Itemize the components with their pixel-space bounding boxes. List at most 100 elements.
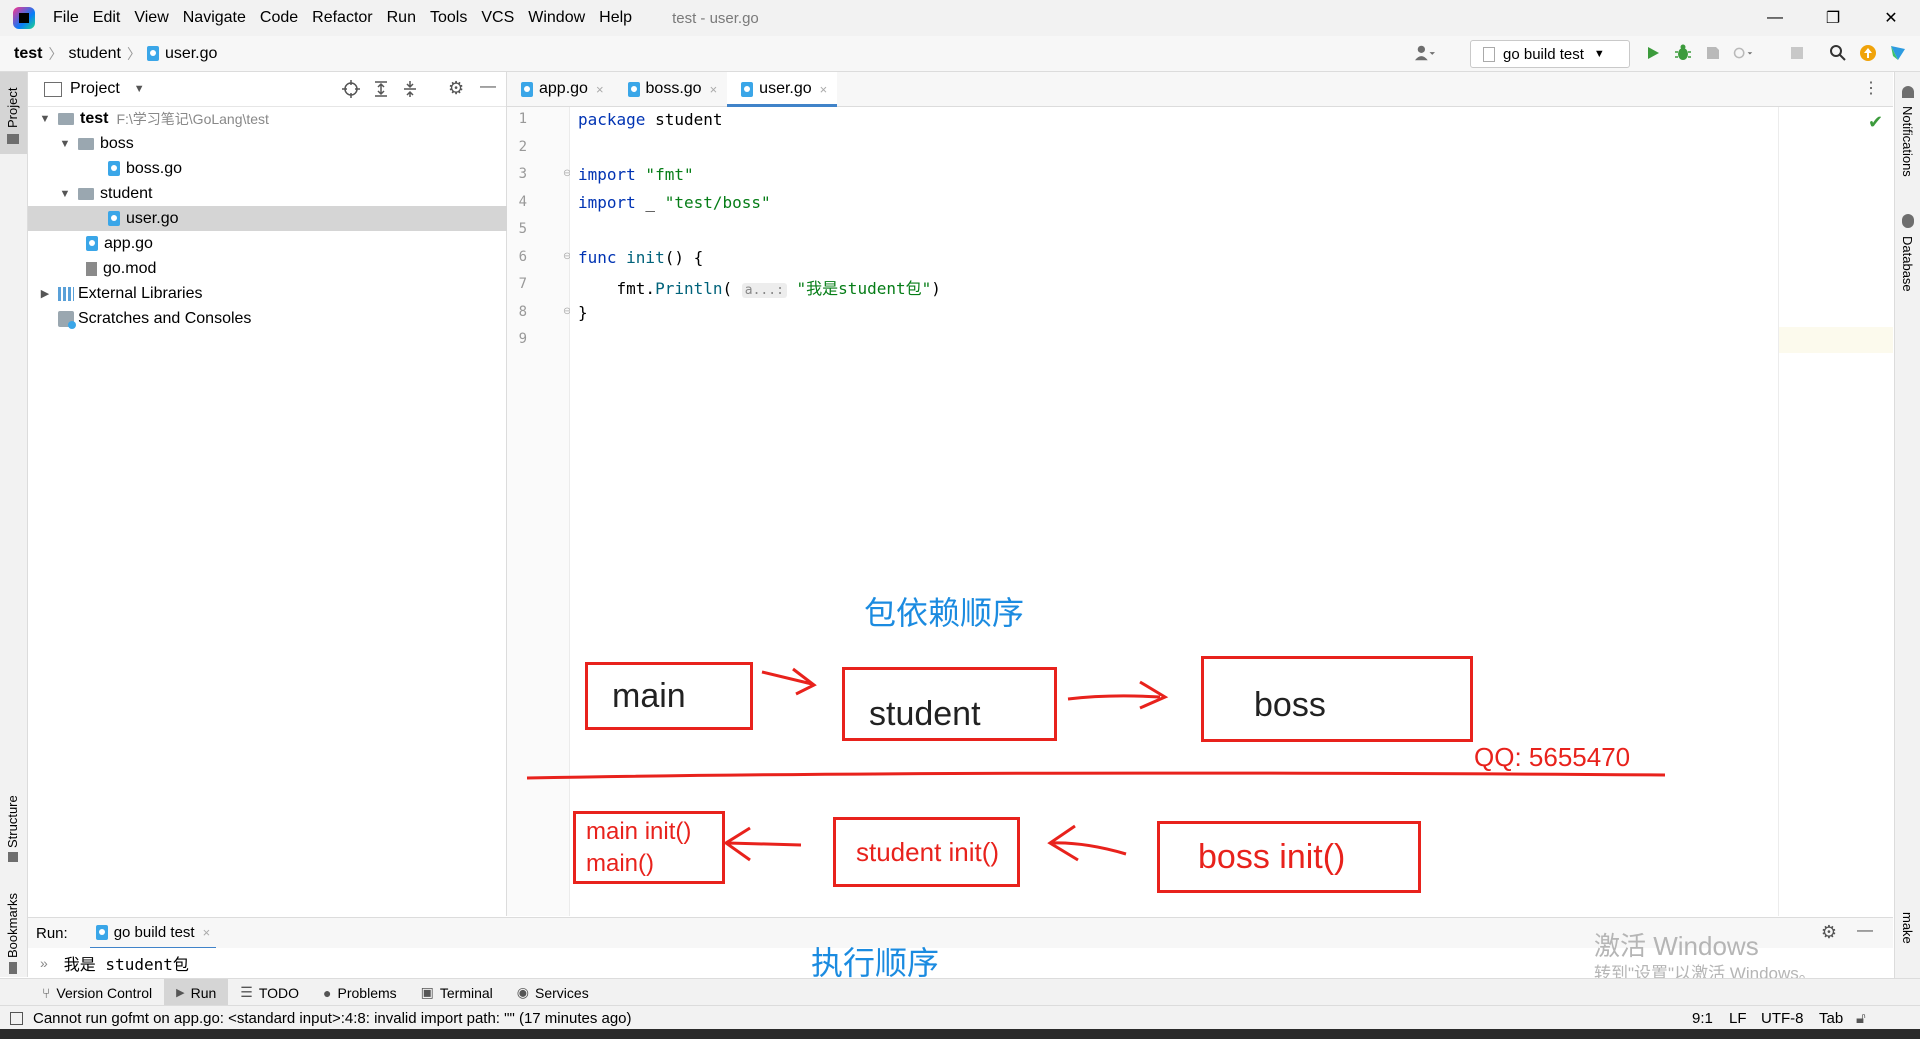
tool-tab-todo[interactable]: ☰ TODO [240, 984, 300, 1001]
config-file-icon [1483, 46, 1495, 62]
update-icon[interactable] [1858, 43, 1878, 63]
status-toggle-icon[interactable] [10, 1011, 23, 1025]
menu-file[interactable]: File [53, 9, 79, 26]
hide-panel-icon[interactable]: — [480, 78, 496, 95]
profile-icon[interactable] [1733, 43, 1753, 63]
inspection-ok-icon[interactable]: ✔ [1868, 112, 1884, 132]
line-separator[interactable]: LF [1729, 1009, 1747, 1027]
vcs-user-icon[interactable] [1415, 43, 1435, 63]
tree-item-user-go[interactable]: user.go [28, 206, 586, 231]
fold-icon[interactable]: ⊖ [563, 251, 572, 262]
close-tab-icon[interactable]: × [202, 924, 211, 940]
locate-icon[interactable] [342, 80, 360, 102]
tool-tab-problems[interactable]: ● Problems [323, 984, 397, 1001]
tree-item-boss-go[interactable]: boss.go [28, 156, 586, 181]
tree-item-external-libraries[interactable]: ▶ External Libraries [28, 281, 516, 306]
menu-edit[interactable]: Edit [92, 9, 121, 26]
expand-all-icon[interactable] [372, 80, 390, 102]
restore-icon[interactable]: ❐ [1825, 10, 1841, 27]
editor-gutter: 1 2 3 4 5 6 7 8 9 ⊖ ⊖ ⊖ [507, 107, 572, 916]
plugins-icon[interactable] [1888, 43, 1908, 63]
collapse-all-icon[interactable] [401, 80, 419, 102]
chevron-down-icon[interactable]: ▼ [59, 187, 71, 200]
structure-tool-button[interactable]: Structure [0, 762, 27, 862]
tab-user-go[interactable]: user.go × [727, 72, 838, 107]
bookmarks-tool-button[interactable]: Bookmarks [0, 872, 27, 974]
tree-item-app-go[interactable]: app.go [28, 231, 564, 256]
tree-item-test[interactable]: ▼ test F:\学习笔记\GoLang\test [28, 106, 516, 131]
menu-help[interactable]: Help [599, 9, 633, 26]
arrow-student-to-main [723, 826, 802, 862]
gear-icon[interactable]: ⚙ [1820, 922, 1837, 942]
menu-run[interactable]: Run [386, 9, 416, 26]
run-tab-go-build-test[interactable]: go build test × [89, 917, 217, 949]
lock-icon[interactable]: 🔓︎ [1856, 1009, 1866, 1027]
caret-position[interactable]: 9:1 [1692, 1009, 1713, 1027]
close-tab-icon[interactable]: × [709, 81, 718, 97]
close-icon[interactable]: ✕ [1884, 10, 1898, 27]
tab-boss-go[interactable]: boss.go × [614, 72, 728, 106]
annotation-label: boss [1254, 685, 1326, 724]
menu-window[interactable]: Window [528, 9, 586, 26]
run-configuration-select[interactable]: go build test ▼ [1470, 40, 1630, 68]
run-console[interactable]: » 我是 student包 [28, 948, 1893, 977]
run-icon[interactable] [1643, 43, 1663, 63]
problems-icon: ● [323, 984, 332, 1001]
qq-annotation: QQ: 5655470 [1474, 742, 1631, 772]
tool-tab-services[interactable]: ◉ Services [516, 984, 589, 1001]
expand-output-icon[interactable]: » [40, 954, 48, 971]
file-encoding[interactable]: UTF-8 [1761, 1009, 1804, 1027]
menu-tools[interactable]: Tools [429, 9, 468, 26]
gear-icon[interactable]: ⚙ [448, 78, 465, 98]
menu-view[interactable]: View [134, 9, 169, 26]
search-icon[interactable] [1828, 43, 1848, 63]
minimize-icon[interactable]: — [1767, 9, 1783, 26]
code-editor[interactable]: package student import "fmt" import _ "t… [570, 107, 1778, 916]
stop-icon[interactable] [1787, 43, 1807, 63]
code-line-8: } [578, 303, 588, 322]
menu-code[interactable]: Code [259, 9, 299, 26]
menu-vcs[interactable]: VCS [481, 9, 515, 26]
tool-tab-version-control[interactable]: ⑂ Version Control [42, 984, 153, 1001]
chevron-down-icon[interactable]: ▼ [133, 83, 145, 95]
annotation-box-main: main [585, 662, 753, 730]
execution-order-title: 执行顺序 [811, 944, 940, 982]
tree-item-scratches[interactable]: Scratches and Consoles [28, 306, 536, 331]
line-number: 5 [518, 221, 527, 237]
code-line-7: fmt.Println( a...: "我是student包") [578, 279, 941, 298]
breadcrumb-package[interactable]: student [68, 44, 121, 62]
hide-panel-icon[interactable]: — [1857, 922, 1873, 939]
annotation-label: student [869, 694, 981, 733]
menu-refactor[interactable]: Refactor [312, 9, 373, 26]
go-file-icon [95, 924, 108, 940]
go-file-icon [627, 81, 640, 97]
tool-tab-run[interactable]: ▶ Run [164, 979, 229, 1006]
chevron-right-icon[interactable]: ▶ [40, 288, 50, 300]
tool-tab-terminal[interactable]: ▣ Terminal [420, 984, 493, 1001]
tree-item-student[interactable]: ▼ student [28, 181, 536, 206]
tree-item-boss[interactable]: ▼ boss [28, 131, 536, 156]
menu-navigate[interactable]: Navigate [182, 9, 246, 26]
structure-icon [8, 852, 18, 862]
tree-item-go-mod[interactable]: go.mod [28, 256, 564, 281]
fold-icon[interactable]: ⊖ [563, 168, 572, 179]
project-tool-button[interactable]: Project [0, 72, 27, 154]
breadcrumb-project[interactable]: test [14, 44, 43, 62]
more-tabs-icon[interactable]: ⋮ [1863, 80, 1879, 97]
close-tab-icon[interactable]: × [595, 81, 604, 97]
breadcrumb-file[interactable]: user.go [164, 44, 218, 62]
annotation-label: main init() [586, 817, 692, 845]
chevron-down-icon[interactable]: ▼ [59, 137, 71, 150]
chevron-down-icon: ▼ [1593, 48, 1605, 60]
fold-icon[interactable]: ⊖ [563, 306, 572, 317]
debug-icon[interactable] [1673, 43, 1693, 63]
coverage-icon[interactable] [1703, 43, 1723, 63]
indent-setting[interactable]: Tab [1819, 1009, 1844, 1027]
close-tab-icon[interactable]: × [819, 81, 828, 97]
chevron-down-icon[interactable]: ▼ [39, 112, 51, 125]
project-view-title[interactable]: Project [70, 80, 120, 97]
tab-app-go[interactable]: app.go × [507, 72, 614, 106]
status-message[interactable]: Cannot run gofmt on app.go: <standard in… [33, 1009, 632, 1027]
tree-item-label: Scratches and Consoles [78, 309, 252, 327]
